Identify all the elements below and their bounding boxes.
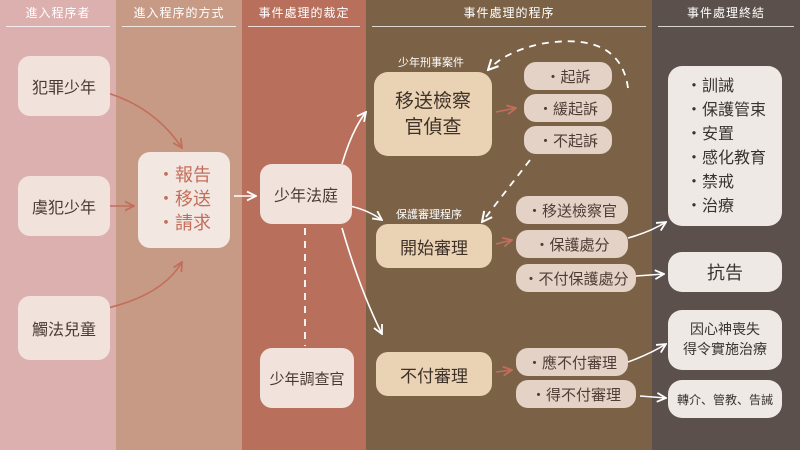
outcome-indictment: ・起訴 [524, 62, 612, 90]
prosecutor-investigation: 移送檢察 官偵查 [374, 72, 492, 156]
juvenile-investigator: 少年調查官 [260, 348, 354, 408]
dashed-hearing-to-prosecution [482, 159, 531, 222]
outcome-transfer-prosecutor: ・移送檢察官 [516, 196, 628, 224]
entrant-status-offender: 虞犯少年 [18, 176, 110, 236]
insanity-line-1: 因心神喪失 [690, 322, 760, 338]
insanity-treatment-box: 因心神喪失 得令實施治療 [668, 310, 782, 370]
header-conclusions: 事件處理終結 [686, 6, 765, 20]
start-hearing: 開始審理 [376, 224, 492, 268]
outcome-no-protective-disposition: ・不付保護處分 [516, 264, 636, 292]
outcome-deferred-prosecution: ・緩起訴 [524, 94, 612, 122]
arrow-mandatory-to-insanity [627, 344, 666, 363]
protective-procedure-label: 保護審理程序 [396, 208, 462, 221]
no-hearing: 不付審理 [376, 352, 492, 396]
measure-probation: ・保護管束 [686, 100, 767, 119]
header-rule [6, 26, 110, 27]
measure-rehab: ・禁戒 [686, 172, 735, 191]
method-transfer: ・移送 [157, 189, 211, 210]
header-rule [658, 26, 794, 27]
criminal-case-label: 少年刑事案件 [398, 56, 464, 69]
protective-measures-list: ・訓誡 ・保護管束 ・安置 ・感化教育 ・禁戒 ・治療 [668, 66, 782, 226]
arrow-hearing-to-outcomes [495, 240, 512, 244]
outcome-non-prosecution: ・不起訴 [524, 126, 612, 154]
header-entrants: 進入程序者 [25, 6, 91, 20]
prosecutor-line-1: 移送檢察 [394, 90, 471, 112]
outcome-mandatory-no-hearing: ・應不付審理 [516, 348, 628, 376]
header-procedures: 事件處理的程序 [463, 6, 555, 20]
arrow-protection-to-measures [627, 222, 666, 239]
appeal-box: 抗告 [668, 252, 782, 292]
measure-reprimand: ・訓誡 [686, 76, 735, 95]
methods-list: ・報告 ・移送 ・請求 [138, 152, 230, 248]
outcome-protective-disposition: ・保護處分 [516, 230, 628, 258]
arrow-nonprotection-to-appeal [635, 274, 664, 276]
arrow-court-to-nohearing [341, 227, 382, 334]
arrow-discretionary-to-referral [639, 396, 666, 398]
header-rule [372, 26, 646, 27]
arrow-court-to-prosecutor [341, 112, 366, 165]
measure-placement: ・安置 [686, 124, 735, 143]
arrow-court-to-hearing [349, 205, 382, 220]
arrow-nohearing-to-outcomes [495, 370, 512, 372]
method-report: ・報告 [157, 165, 211, 186]
juvenile-court: 少年法庭 [260, 164, 352, 224]
header-ruling: 事件處理的裁定 [258, 6, 350, 20]
dashed-back-to-criminal [488, 40, 629, 89]
arrow-prosecutor-to-outcomes [495, 108, 516, 112]
header-rule [122, 26, 236, 27]
entrant-juvenile-offender: 犯罪少年 [18, 56, 110, 116]
prosecutor-line-2: 官偵查 [404, 116, 462, 138]
entrant-child-offender: 觸法兒童 [18, 296, 110, 360]
header-rule [248, 26, 360, 27]
header-methods: 進入程序的方式 [133, 6, 225, 20]
measure-treatment: ・治療 [686, 196, 735, 215]
referral-box: 轉介、管教、告誡 [668, 380, 782, 418]
measure-reformatory: ・感化教育 [686, 148, 767, 167]
outcome-discretionary-no-hearing: ・得不付審理 [516, 380, 636, 408]
method-request: ・請求 [157, 213, 211, 234]
insanity-line-2: 得令實施治療 [683, 342, 767, 358]
